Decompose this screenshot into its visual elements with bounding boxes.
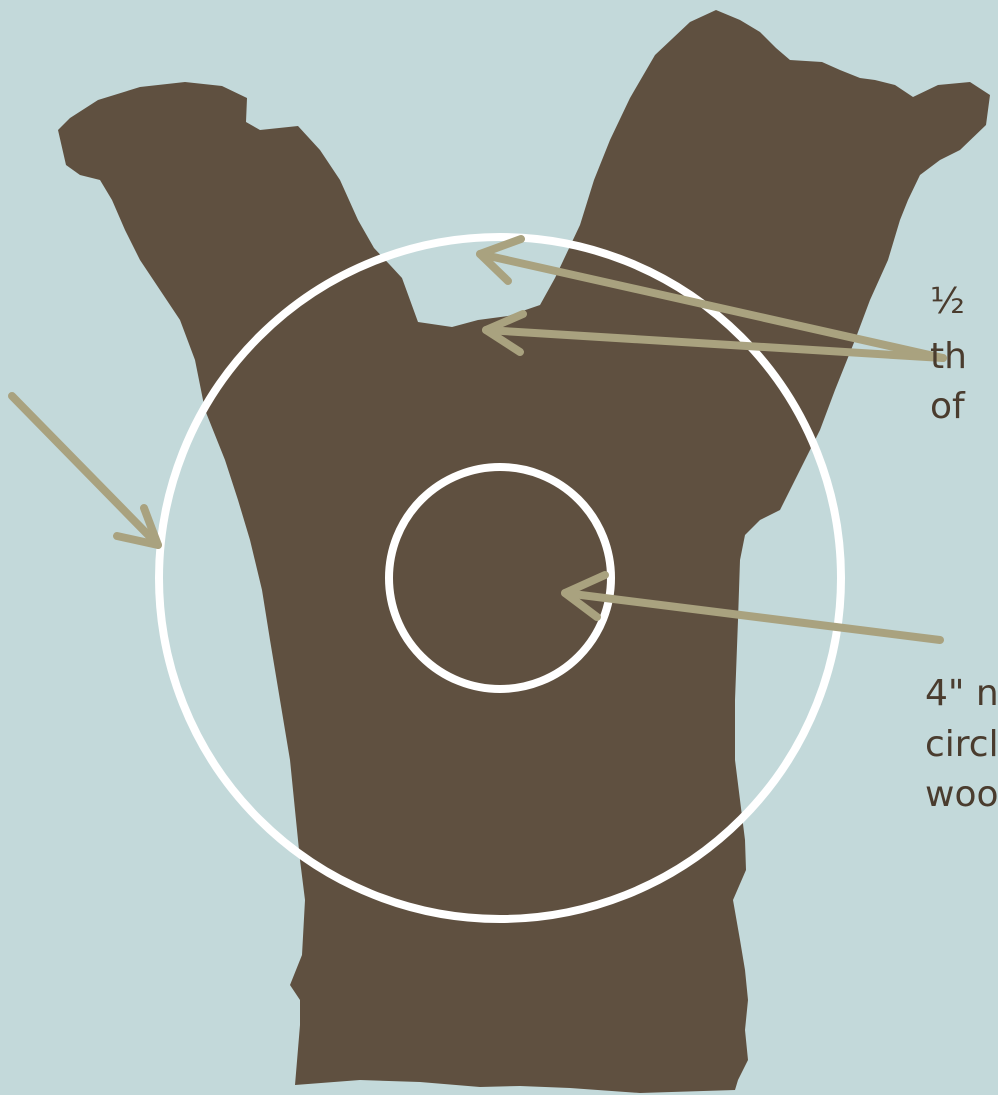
top-annotation-line-1: ½ — [930, 281, 965, 322]
bottom-annotation-line-2: circl — [925, 724, 998, 765]
bottom-annotation-line-1: 4" n — [925, 673, 998, 714]
bottom-annotation-line-3: woo — [925, 774, 998, 815]
top-annotation: ½ th of — [930, 281, 967, 427]
bottom-annotation: 4" n circl woo — [925, 673, 998, 815]
top-annotation-line-3: of — [930, 386, 966, 427]
top-annotation-line-2: th — [930, 336, 967, 377]
